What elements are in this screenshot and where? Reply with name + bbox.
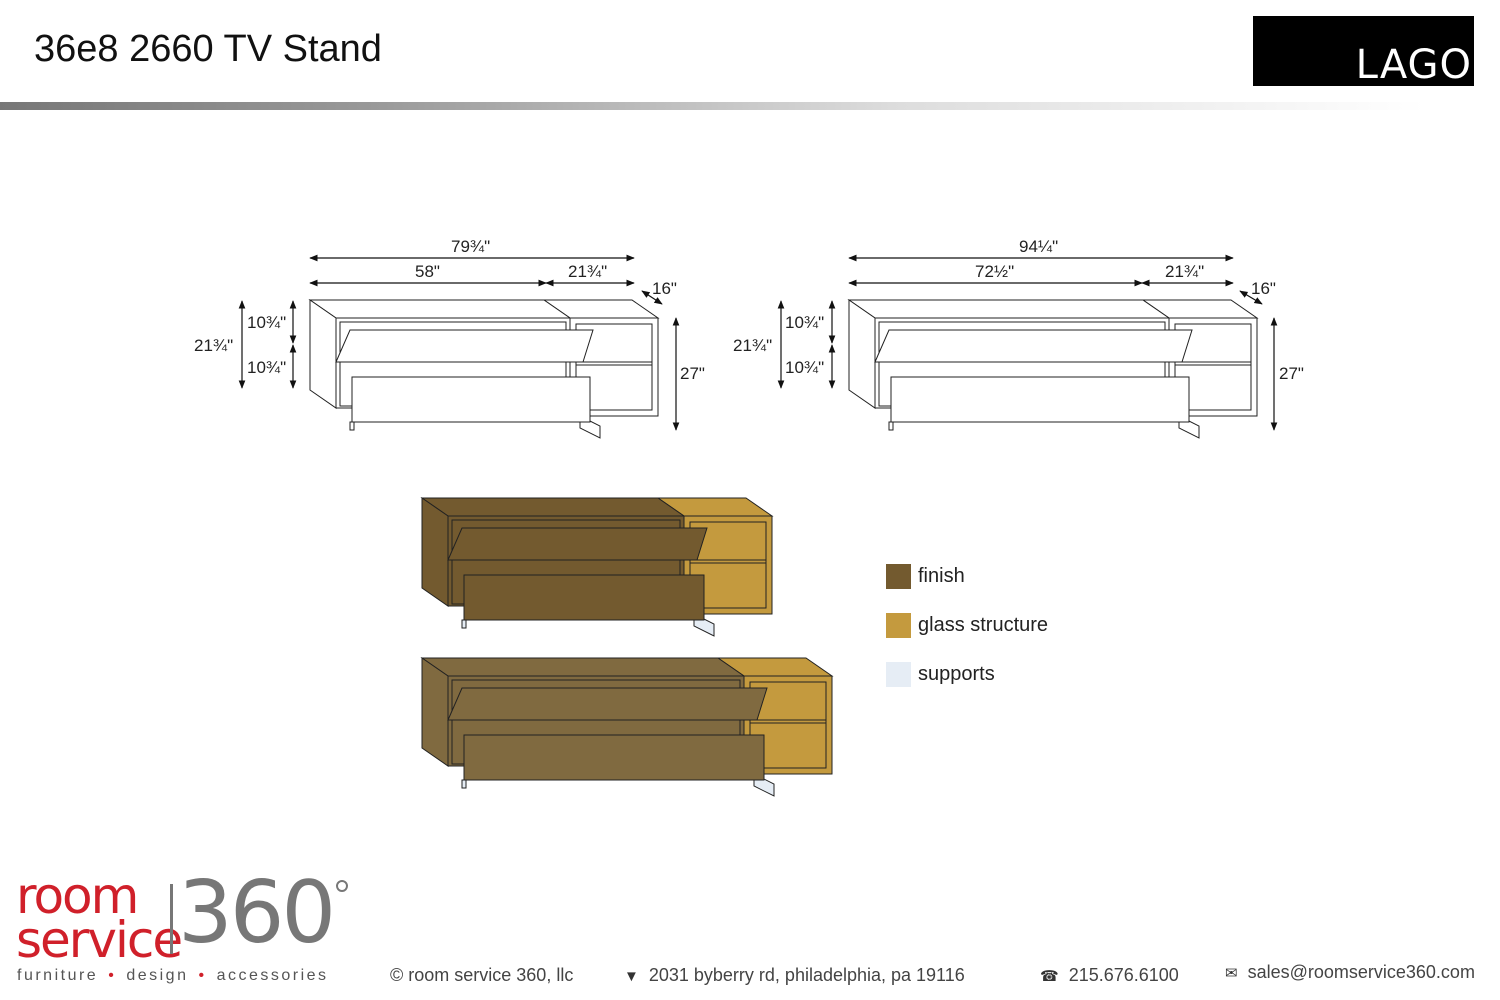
logo-room-text: room — [16, 867, 139, 925]
drawer-front — [890, 376, 1190, 423]
glass-shelf — [749, 719, 827, 724]
legend-label: supports — [918, 663, 995, 685]
legend-label: glass structure — [918, 614, 1049, 636]
drawer-front — [351, 376, 591, 423]
tagline-item: design — [126, 967, 189, 984]
address: ▼ 2031 byberry rd, philadelphia, pa 19116 — [624, 965, 965, 986]
flap-door-open — [335, 329, 594, 363]
dim-upper-height: 10¾" — [785, 313, 825, 332]
cabinet-top — [308, 299, 572, 319]
dim-total-height: 27" — [680, 364, 705, 383]
dim-depth: 16" — [1251, 279, 1276, 298]
finish-swatch — [886, 564, 911, 589]
flap-door-open — [874, 329, 1193, 363]
glass-shelf — [575, 361, 653, 366]
cabinet-side — [309, 299, 337, 409]
flap-door-open — [447, 527, 708, 561]
flap-door-open — [447, 687, 768, 721]
dim-depth: 16" — [652, 279, 677, 298]
logo-service-text: service — [16, 911, 183, 969]
phone-text: 215.676.6100 — [1068, 965, 1179, 985]
legend-finish: finish — [886, 564, 965, 589]
dim-body-height: 21¾" — [194, 336, 234, 355]
cabinet-top — [420, 657, 746, 677]
dim-overall-width: 94¼" — [1019, 237, 1059, 256]
dim-upper-height: 10¾" — [247, 313, 287, 332]
legend-label: finish — [918, 565, 965, 587]
dim-left-width: 72½" — [975, 262, 1015, 281]
supports-swatch — [886, 662, 911, 687]
tagline-item: accessories — [216, 967, 329, 984]
cabinet-side — [421, 497, 449, 607]
envelope-icon: ✉ — [1225, 965, 1238, 982]
support-leg — [461, 779, 467, 789]
support-leg — [349, 421, 355, 431]
legend-supports: supports — [886, 662, 995, 687]
page-title: 36e8 2660 TV Stand — [34, 28, 382, 70]
dim-overall-width: 79¾" — [451, 237, 491, 256]
logo-degree-icon — [336, 880, 348, 892]
map-pin-icon: ▼ — [624, 968, 639, 985]
cabinet-side — [421, 657, 449, 767]
cabinet-top — [420, 497, 686, 517]
copyright: © room service 360, llc — [390, 965, 574, 985]
cabinet-side — [848, 299, 876, 409]
glass-swatch — [886, 613, 911, 638]
glass-shelf — [689, 559, 767, 564]
dim-total-height: 27" — [1279, 364, 1304, 383]
drawer-front — [463, 574, 705, 621]
tagline-item: furniture — [17, 967, 99, 984]
lago-logo: LAGO — [1253, 16, 1474, 88]
glass-shelf — [1174, 361, 1252, 366]
tagline: furniture•design•accessories — [17, 967, 329, 984]
address-text: 2031 byberry rd, philadelphia, pa 19116 — [648, 965, 965, 985]
phone-icon: ☎ — [1040, 968, 1059, 985]
email-link[interactable]: ✉ sales@roomservice360.com — [1225, 962, 1475, 983]
dim-lower-height: 10¾" — [247, 358, 287, 377]
dim-right-width: 21¾" — [568, 262, 608, 281]
logo-360: 360 — [178, 863, 336, 963]
header-divider — [0, 102, 1500, 110]
dimension-lines — [238, 254, 1278, 431]
drawer-front — [463, 734, 765, 781]
email-text: sales@roomservice360.com — [1247, 962, 1475, 982]
support-leg — [461, 619, 467, 629]
legend-glass-structure: glass structure — [886, 613, 1048, 638]
dim-body-height: 21¾" — [733, 336, 773, 355]
logo-divider — [170, 884, 173, 954]
dim-right-width: 21¾" — [1165, 262, 1205, 281]
dim-lower-height: 10¾" — [785, 358, 825, 377]
phone[interactable]: ☎ 215.676.6100 — [1040, 965, 1179, 986]
lago-logo-text: LAGO — [1355, 42, 1472, 88]
dim-left-width: 58" — [415, 262, 440, 281]
cabinet-top — [847, 299, 1171, 319]
support-leg — [888, 421, 894, 431]
